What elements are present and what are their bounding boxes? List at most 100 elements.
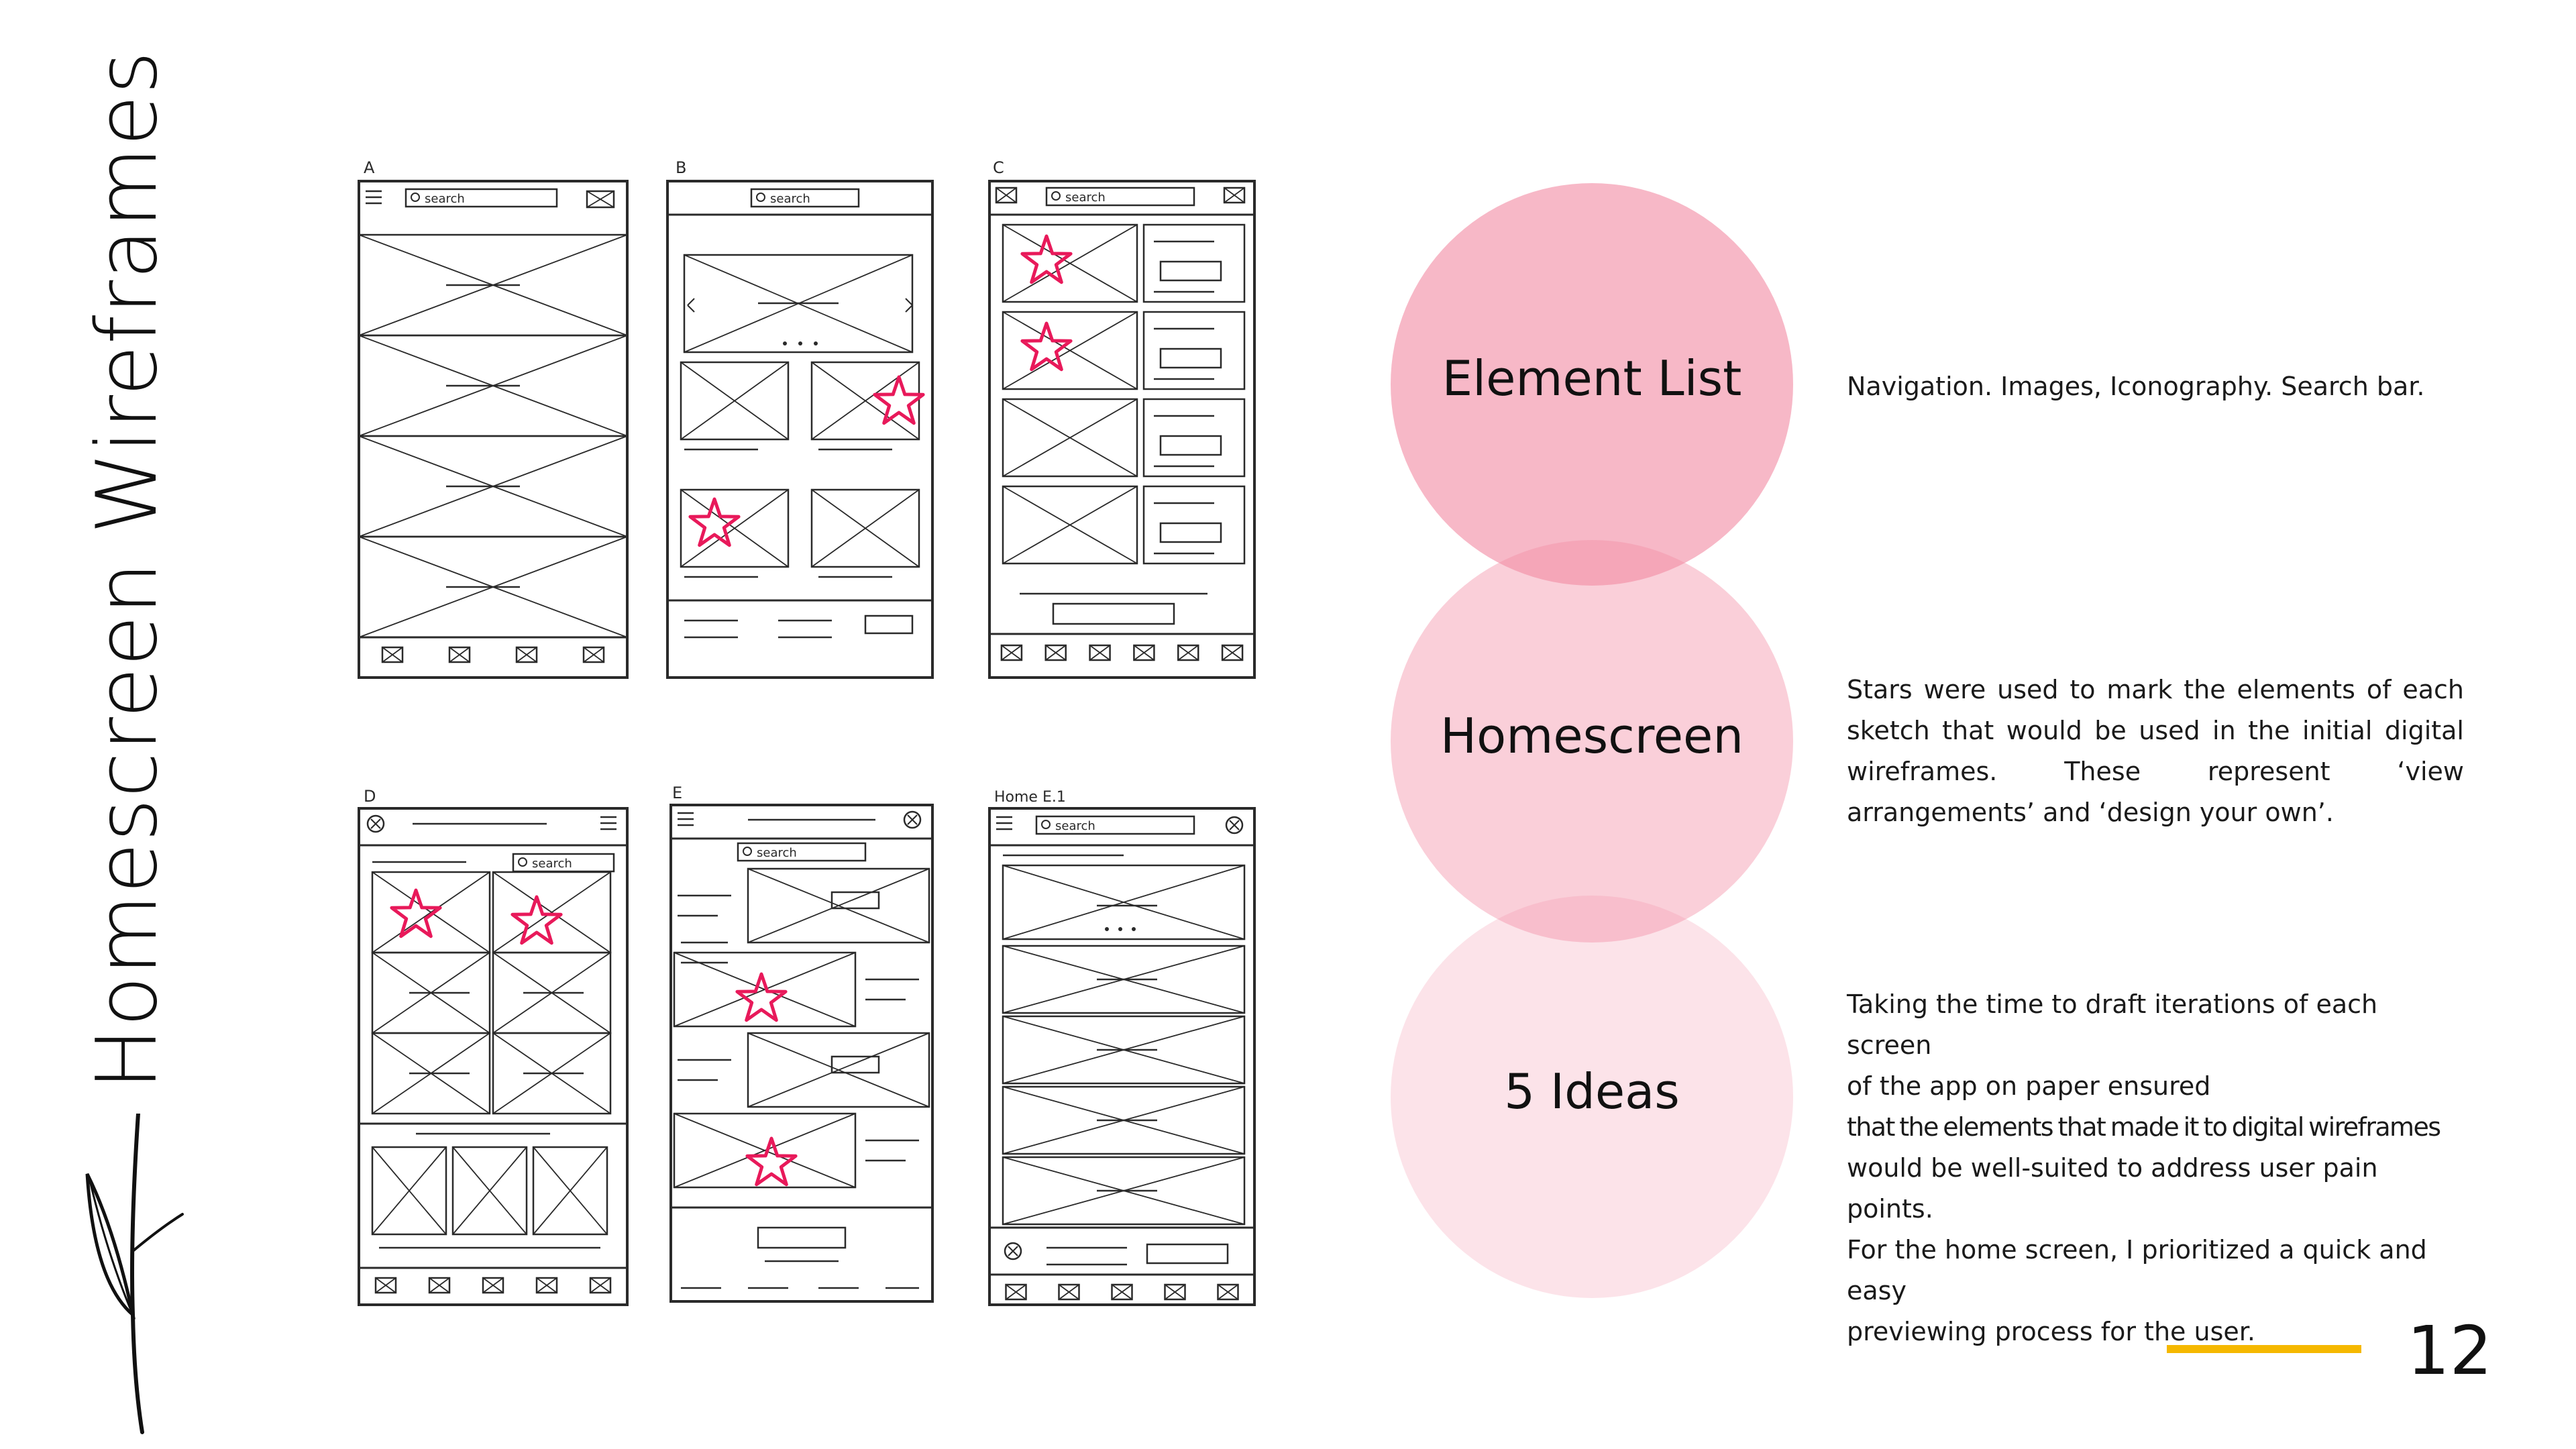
image-placeholder-icon	[1000, 644, 1023, 661]
search-text: search	[425, 192, 465, 206]
image-placeholder-icon	[810, 361, 920, 441]
image-placeholder-icon	[448, 646, 471, 663]
star-mark-icon	[1020, 321, 1073, 372]
star-mark-icon	[390, 888, 442, 938]
image-placeholder-icon	[381, 646, 404, 663]
image-placeholder-icon	[1223, 186, 1246, 204]
carousel-dot	[798, 341, 802, 345]
five-ideas-line: of the app on paper ensured	[1847, 1071, 2211, 1101]
image-placeholder-icon	[1002, 485, 1138, 565]
search-icon	[1051, 191, 1061, 201]
wireframe-sketches: AsearchBsearchCsearchDsearchEsearchHome …	[349, 154, 1261, 1335]
accent-line	[2167, 1345, 2361, 1353]
image-placeholder-icon	[673, 1112, 857, 1189]
five-ideas-line: that the elements that made it to digita…	[1847, 1112, 2441, 1142]
sketch-label: B	[676, 158, 686, 177]
image-placeholder-icon	[1005, 1283, 1027, 1301]
image-placeholder-icon	[673, 951, 857, 1028]
search-bar: search	[405, 188, 558, 208]
image-placeholder-icon	[747, 867, 930, 944]
image-placeholder-icon	[451, 1146, 528, 1236]
page-number: 12	[2407, 1311, 2493, 1390]
search-bar: search	[1035, 815, 1195, 835]
image-placeholder-icon	[1164, 1283, 1186, 1301]
five-ideas-line: For the home screen, I prioritized a qui…	[1847, 1235, 2427, 1305]
search-bar: search	[750, 188, 860, 208]
close-icon	[1225, 816, 1244, 835]
paper-background	[349, 154, 1261, 1335]
star-mark-icon	[735, 972, 788, 1022]
image-placeholder-icon	[1002, 311, 1138, 390]
image-placeholder-icon	[1058, 1283, 1080, 1301]
bottom-nav	[374, 1277, 612, 1294]
image-placeholder-icon	[582, 646, 605, 663]
carousel-dot	[1118, 927, 1122, 931]
bottom-nav	[381, 646, 605, 663]
hamburger-icon	[678, 812, 694, 826]
close-icon	[1004, 1242, 1022, 1260]
sketch-label: Home E.1	[994, 789, 1066, 806]
search-bar: search	[737, 842, 867, 862]
image-placeholder-icon	[589, 1277, 612, 1294]
sketch-label: A	[364, 158, 375, 177]
star-mark-icon	[511, 895, 563, 945]
image-placeholder-icon	[1089, 644, 1111, 661]
image-placeholder-icon	[428, 1277, 451, 1294]
image-placeholder-icon	[1133, 644, 1155, 661]
image-placeholder-icon	[1177, 644, 1199, 661]
five-ideas-line: Taking the time to draft iterations of e…	[1847, 989, 2378, 1060]
image-placeholder-icon	[535, 1277, 558, 1294]
hamburger-icon	[366, 190, 382, 205]
image-placeholder-icon	[371, 1146, 447, 1236]
image-placeholder-icon	[1111, 1283, 1133, 1301]
search-icon	[756, 193, 765, 202]
sketch-label: D	[364, 787, 376, 806]
sketch-label: C	[993, 158, 1004, 177]
image-placeholder-icon	[680, 488, 790, 568]
circle-label-element-list: Element List	[1442, 350, 1742, 407]
search-text: search	[532, 857, 572, 871]
image-placeholder-icon	[747, 1032, 930, 1108]
five-ideas-line: would be well-suited to address user pai…	[1847, 1153, 2378, 1224]
carousel-dot	[1132, 927, 1136, 931]
page-title: Homescreen Wireframes	[79, 50, 176, 1090]
search-text: search	[1065, 191, 1106, 205]
image-placeholder-icon	[1002, 398, 1138, 478]
image-placeholder-icon	[1044, 644, 1067, 661]
image-placeholder-icon	[1002, 223, 1138, 303]
search-bar: search	[1045, 186, 1195, 207]
image-placeholder-icon	[995, 186, 1018, 204]
image-placeholder-icon	[482, 1277, 504, 1294]
image-placeholder-icon	[810, 488, 920, 568]
hamburger-icon	[996, 816, 1012, 830]
star-mark-icon	[1020, 234, 1073, 284]
homescreen-description: Stars were used to mark the elements of …	[1847, 675, 2464, 827]
image-placeholder-icon	[1221, 644, 1244, 661]
search-text: search	[1055, 819, 1095, 833]
circle-5-ideas	[1391, 896, 1793, 1298]
sketch-Home-E1: Home E.1 search	[988, 789, 1256, 1306]
circle-homescreen	[1391, 540, 1793, 943]
carousel-dot	[814, 341, 818, 345]
star-mark-icon	[745, 1136, 798, 1187]
image-placeholder-icon	[586, 190, 615, 209]
search-icon	[411, 193, 420, 202]
five-ideas-description: Taking the time to draft iterations of e…	[1847, 984, 2464, 1352]
element-list-description: Navigation. Images, Iconography. Search …	[1847, 372, 2425, 401]
circle-element-list	[1391, 183, 1793, 586]
close-icon	[366, 814, 385, 833]
image-placeholder-icon	[1002, 864, 1246, 941]
close-icon	[903, 810, 922, 829]
search-icon	[1041, 820, 1051, 829]
five-ideas-line: previewing process for the user.	[1847, 1317, 2255, 1346]
image-placeholder-icon	[515, 646, 538, 663]
hamburger-icon	[600, 816, 616, 830]
image-placeholder-icon	[532, 1146, 608, 1236]
image-placeholder-icon	[374, 1277, 397, 1294]
circle-label-homescreen: Homescreen	[1440, 708, 1743, 764]
bottom-nav	[1000, 644, 1244, 661]
carousel-dot	[1105, 927, 1109, 931]
